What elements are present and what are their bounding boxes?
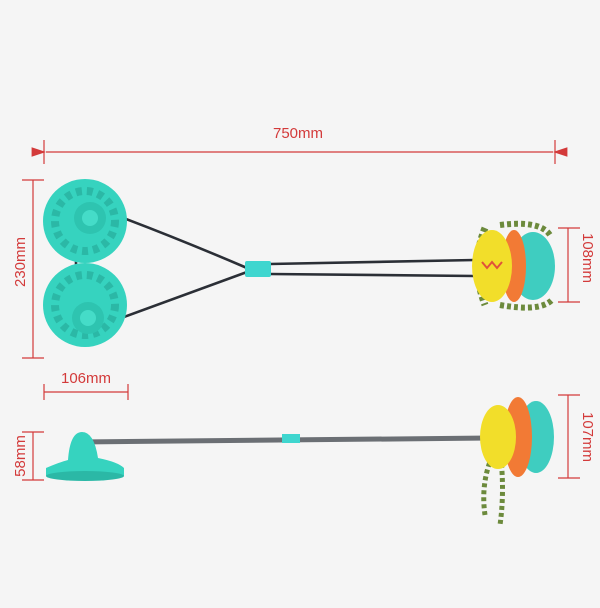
ball-height-top-label: 108mm — [579, 233, 596, 283]
chew-ball-icon — [472, 220, 555, 311]
toy-top-view — [43, 179, 555, 347]
suction-cup-icon — [43, 179, 127, 263]
cup-height-label: 230mm — [12, 237, 29, 287]
chew-ball-icon — [480, 397, 554, 477]
suction-base-icon — [46, 432, 124, 481]
rope-clip — [245, 261, 271, 277]
base-height-label: 58mm — [12, 435, 29, 477]
toy-side-view — [46, 397, 554, 526]
total-length-label: 750mm — [273, 125, 323, 142]
dimension-ball-height-side: 107mm — [558, 394, 596, 479]
dimension-base-height: 58mm — [12, 431, 44, 481]
dimension-ball-height-top: 108mm — [558, 227, 596, 303]
dimension-double-cup-height: 230mm — [12, 179, 44, 359]
suction-cup-icon — [43, 263, 127, 347]
dimension-cup-width: 106mm — [43, 370, 129, 400]
ball-height-side-label: 107mm — [579, 412, 596, 462]
cup-width-label: 106mm — [61, 370, 111, 387]
rope-clip — [282, 434, 300, 443]
dimension-total-length: 750mm — [31, 125, 568, 164]
